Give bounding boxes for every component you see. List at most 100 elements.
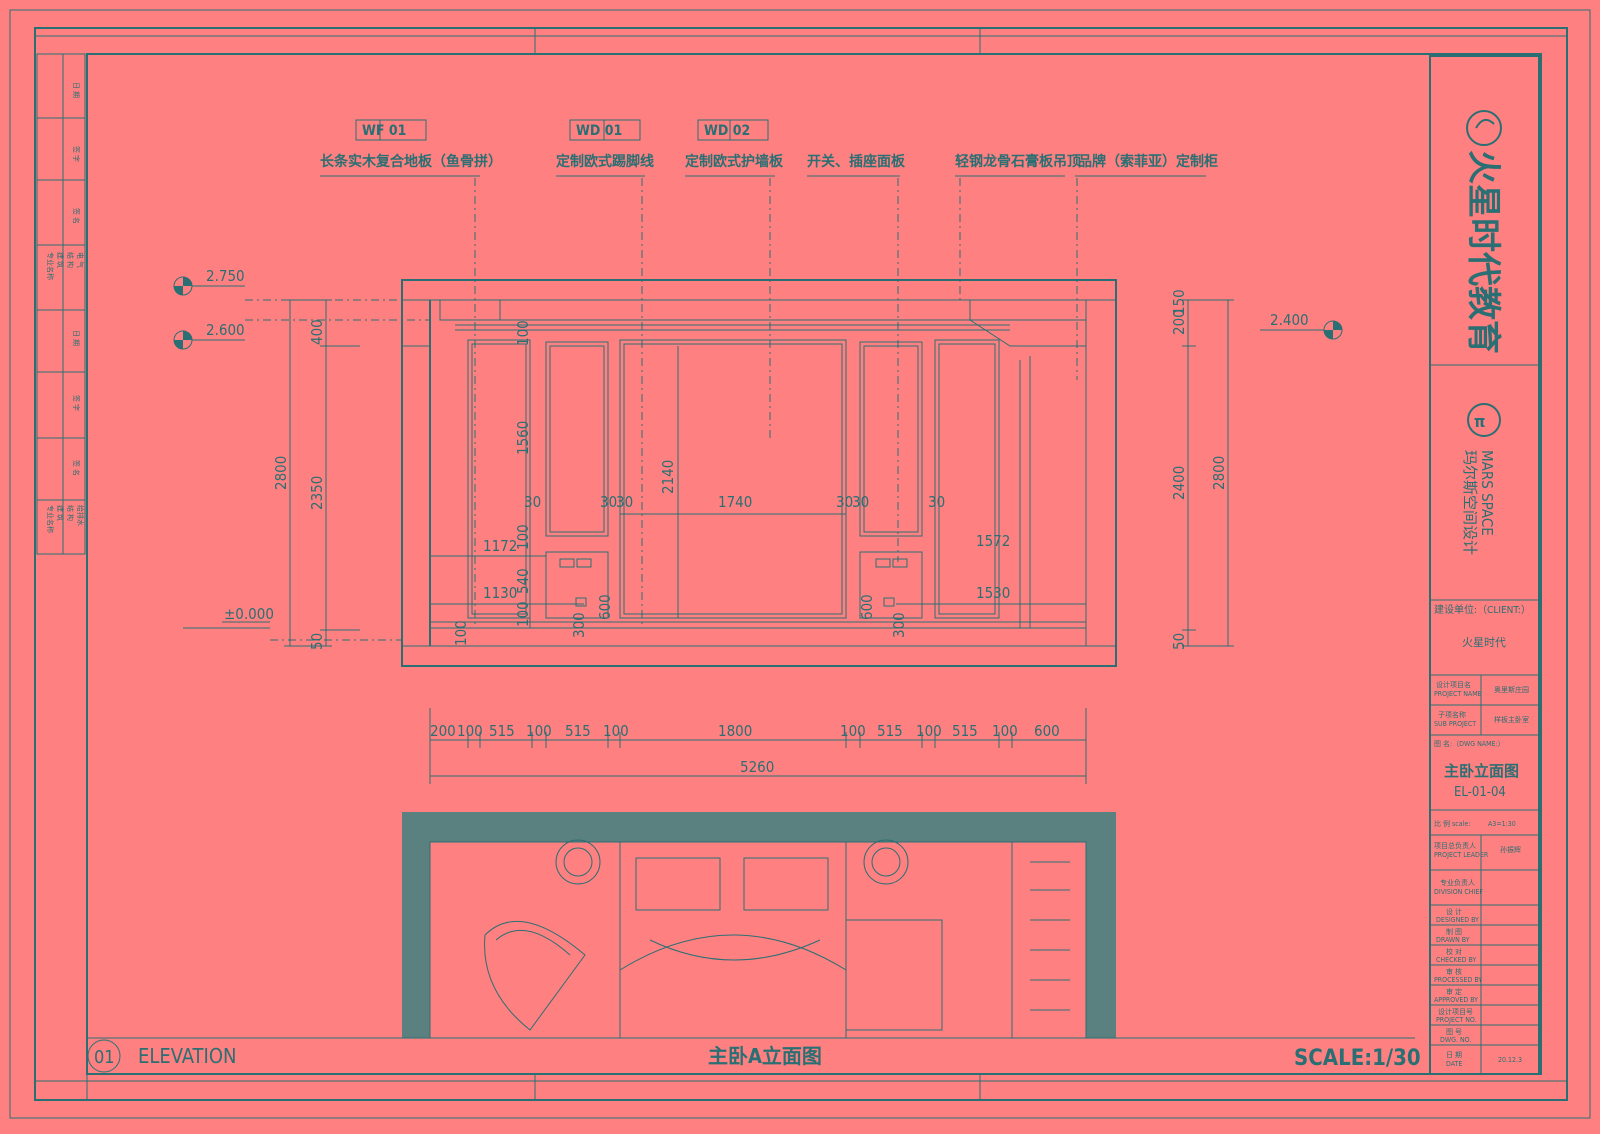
dim-right-inner: 2400 [1170, 466, 1188, 500]
dim-left-outer: 2800 [272, 456, 290, 490]
dim-rail: 30 [616, 493, 633, 511]
dim-base-a: 100 [514, 601, 532, 627]
dim-left-top: 400 [308, 319, 326, 345]
dim-bottom: 515 [877, 722, 903, 740]
dim-panel-height: 1560 [514, 421, 532, 455]
plan-view [402, 812, 1116, 1039]
dim-socket-h2: 600 [858, 594, 876, 620]
level-marker: 2.600 [173, 319, 430, 350]
dim-bottom: 100 [457, 722, 483, 740]
dim-cabinet-height: 1572 [976, 532, 1010, 550]
dwg-no-label-en: DWG. NO. [1440, 1036, 1471, 1044]
approved-label: 审 定 [1446, 987, 1462, 996]
callout-ceiling: 轻钢龙骨石膏板吊顶 [955, 153, 1081, 177]
level-ceiling-top: 2.750 [206, 267, 245, 285]
date-label: 日 期 [1446, 1051, 1462, 1059]
company-name: 火星时代教育 [1463, 150, 1503, 354]
leader-label: 项目总负责人 [1434, 841, 1476, 850]
callout-text: 定制欧式踢脚线 [556, 153, 654, 170]
dim-bottom: 100 [840, 722, 866, 740]
strip-label: 给排水 [76, 505, 85, 526]
scale-value: A3=1:30 [1488, 820, 1516, 828]
callout-tag: WD 01 [576, 123, 622, 139]
client-value: 火星时代 [1462, 636, 1506, 649]
project-name-label-en: PROJECT NAME [1434, 690, 1482, 698]
dim-bottom: 100 [603, 722, 629, 740]
sub-project: 样板主卧室 [1494, 715, 1529, 724]
dwg-no: EL-01-04 [1454, 785, 1506, 800]
level-ceiling-left: 2.600 [206, 321, 245, 339]
dim-right-top-b: 150 [1170, 289, 1188, 315]
dim-socket-right: 1530 [976, 584, 1010, 602]
strip-heading: 专业名称 [46, 505, 55, 533]
frame-border [34, 27, 1568, 1101]
project-name-label: 设计项目名 [1436, 680, 1471, 689]
leader-label-en: PROJECT LEADER [1434, 851, 1489, 859]
leader-value: 孙振辉 [1500, 845, 1521, 854]
dim-rail: 30 [928, 493, 945, 511]
dim-bottom: 600 [1034, 722, 1060, 740]
level-floor: ±0.000 [224, 605, 274, 623]
level-marker: 2.400 [1260, 311, 1343, 340]
design-logo: π MARS SPACE 玛尔斯空间设计 [1461, 403, 1501, 555]
dim-bottom: 1800 [718, 722, 752, 740]
division-label: 专业负责人 [1440, 878, 1475, 887]
level-ceiling-right: 2.400 [1270, 311, 1309, 329]
project-name: 奥里斯庄园 [1494, 685, 1529, 694]
dim-rail: 30 [836, 493, 853, 511]
dim-socket-h1: 600 [596, 594, 614, 620]
callout-switch: 开关、插座面板 [807, 153, 906, 177]
company-logo: 火星时代教育 [1463, 110, 1503, 354]
callout-tag: WF 01 [362, 123, 406, 139]
dim-right-bottom: 50 [1170, 633, 1188, 650]
level-marker: ±0.000 [183, 605, 402, 641]
dim-base-b: 100 [452, 620, 470, 646]
checked-label-en: CHECKED BY [1436, 956, 1476, 964]
dim-bottom: 515 [952, 722, 978, 740]
title-block: 火星时代教育 π MARS SPACE 玛尔斯空间设计 建设单位:（CLIENT… [1429, 55, 1540, 1075]
dim-socket-w2: 300 [890, 612, 908, 638]
date-label-en: DATE [1446, 1060, 1462, 1068]
dwg-no-label: 图 号 [1446, 1028, 1462, 1036]
scale-label: 比 例 scale: [1434, 819, 1470, 828]
dim-center-height: 2140 [659, 460, 677, 494]
project-no-label: 设计项目号 [1438, 1007, 1473, 1016]
callout-text: 长条实木复合地板（鱼骨拼） [320, 153, 502, 170]
callout-text: 开关、插座面板 [807, 153, 906, 170]
strip-heading: 专业名称 [46, 252, 55, 280]
strip-label: 结 构 [66, 252, 75, 268]
dim-right-top-a: 200 [1170, 309, 1188, 335]
dim-lower-offset: 1172 [483, 537, 517, 555]
callout-tag: WD 02 [704, 123, 750, 139]
side-signature-strip: 日 期 签 字 签 名 专业名称 建 筑 结 构 电 气 日 期 签 字 签 名… [36, 53, 86, 555]
elevation-drawing: 2.750 2.600 2.400 ±0.000 [173, 178, 1343, 667]
strip-label: 日 期 [72, 330, 80, 346]
drawing-border [86, 53, 1542, 1075]
dwg-name: 主卧立面图 [1444, 762, 1519, 780]
strip-label: 结 构 [66, 505, 75, 521]
design-logo-mark: π [1474, 412, 1485, 431]
dim-left-inner: 2350 [308, 476, 326, 510]
dim-center-width: 1740 [718, 493, 752, 511]
strip-label: 日 期 [72, 82, 80, 98]
strip-label: 建 筑 [56, 252, 65, 268]
date-value: 20.12.3 [1498, 1056, 1522, 1064]
view-scale: SCALE:1/30 [1294, 1046, 1421, 1071]
design-cn: 玛尔斯空间设计 [1461, 450, 1479, 555]
dim-rail: 30 [600, 493, 617, 511]
dim-panel-gap: 100 [514, 320, 532, 346]
drawn-label-en: DRAWN BY [1436, 936, 1470, 944]
callout-wd01: WD 01 定制欧式踢脚线 [556, 119, 654, 177]
strip-label: 签 字 [72, 395, 81, 411]
view-title-strip: 01 ELEVATION 主卧A立面图 SCALE:1/30 [87, 1037, 1421, 1073]
callout-text: 定制欧式护墙板 [685, 153, 784, 170]
approved-label-en: APPROVED BY [1434, 996, 1478, 1004]
division-label-en: DIVISION CHIEF [1434, 888, 1483, 896]
dim-bottom: 100 [916, 722, 942, 740]
dim-bottom: 200 [430, 722, 456, 740]
strip-label: 电 气 [76, 252, 85, 268]
callout-wd02: WD 02 定制欧式护墙板 [685, 119, 784, 177]
processed-label: 审 核 [1446, 967, 1462, 976]
level-marker: 2.750 [173, 267, 402, 301]
